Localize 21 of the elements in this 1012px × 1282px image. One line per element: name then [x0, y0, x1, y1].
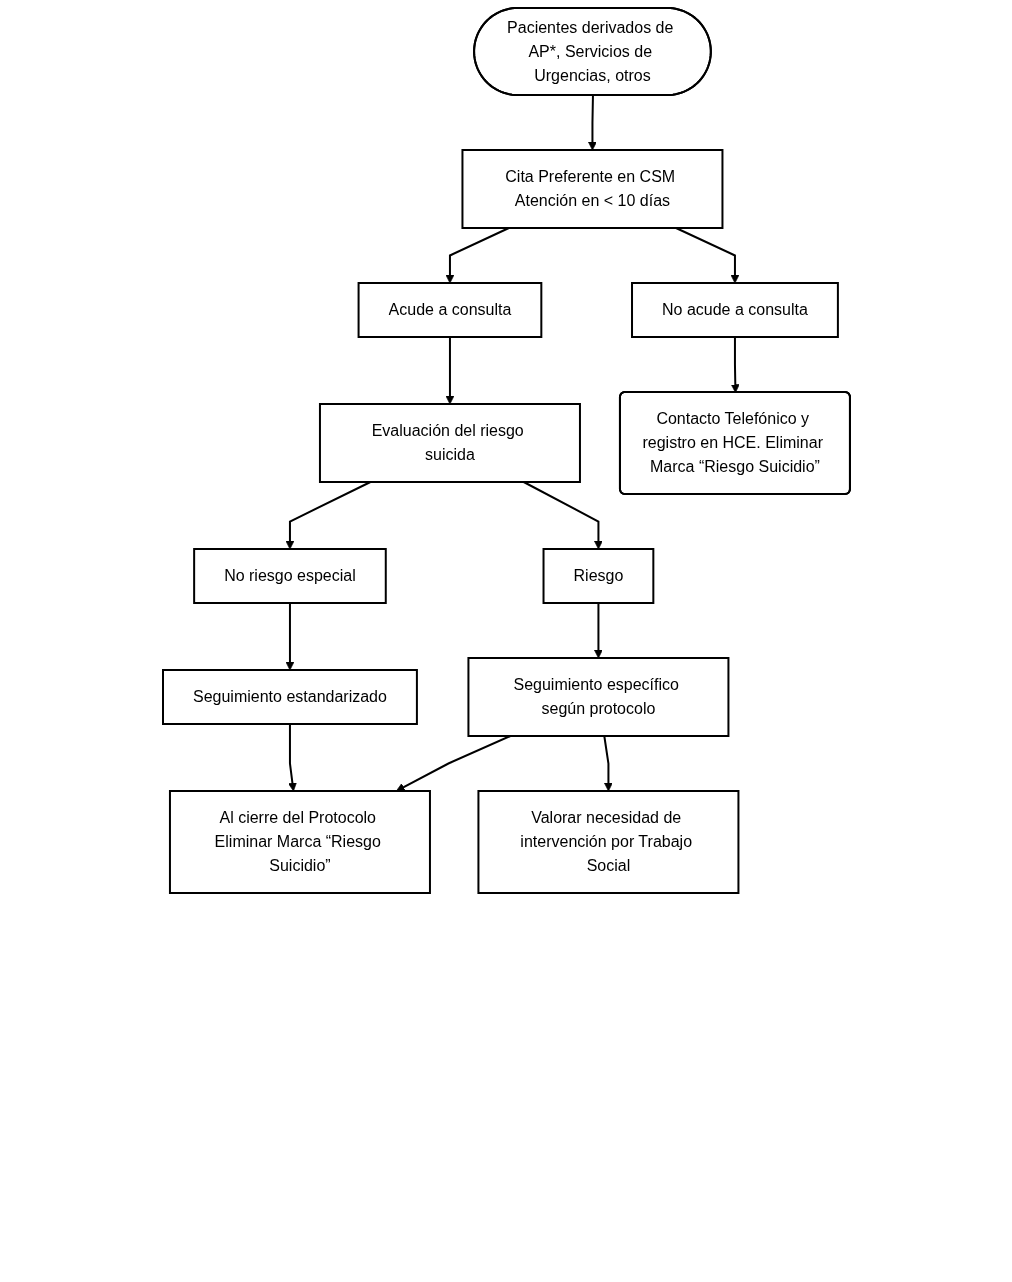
node-box: Valorar necesidad de intervención por Trabajo Social: [476, 790, 739, 894]
node-box: Acude a consulta: [357, 282, 542, 338]
arrow: [587, 94, 597, 151]
arrow: [395, 735, 511, 792]
node-box: Al cierre del Protocolo Eliminar Marca “Riesgo Suicidio”: [168, 790, 431, 894]
arrow: [730, 336, 740, 393]
node-box: Evaluación del riesgo suicida: [318, 403, 581, 483]
arrow: [522, 481, 603, 550]
node-box: No riesgo especial: [192, 548, 387, 604]
arrow: [287, 723, 297, 792]
node-box: Seguimiento específico según protocolo: [466, 657, 729, 737]
arrow: [285, 481, 371, 550]
arrow: [285, 602, 294, 671]
node-box: Seguimiento estandarizado: [161, 669, 418, 725]
arrow: [445, 227, 510, 284]
node-box: Riesgo: [542, 548, 654, 604]
node-box: Cita Preferente en CSM Atención en < 10 días: [460, 149, 723, 229]
arrow: [593, 602, 603, 659]
arrow: [445, 336, 454, 405]
node-box: No acude a consulta: [630, 282, 839, 338]
arrow: [602, 735, 613, 792]
